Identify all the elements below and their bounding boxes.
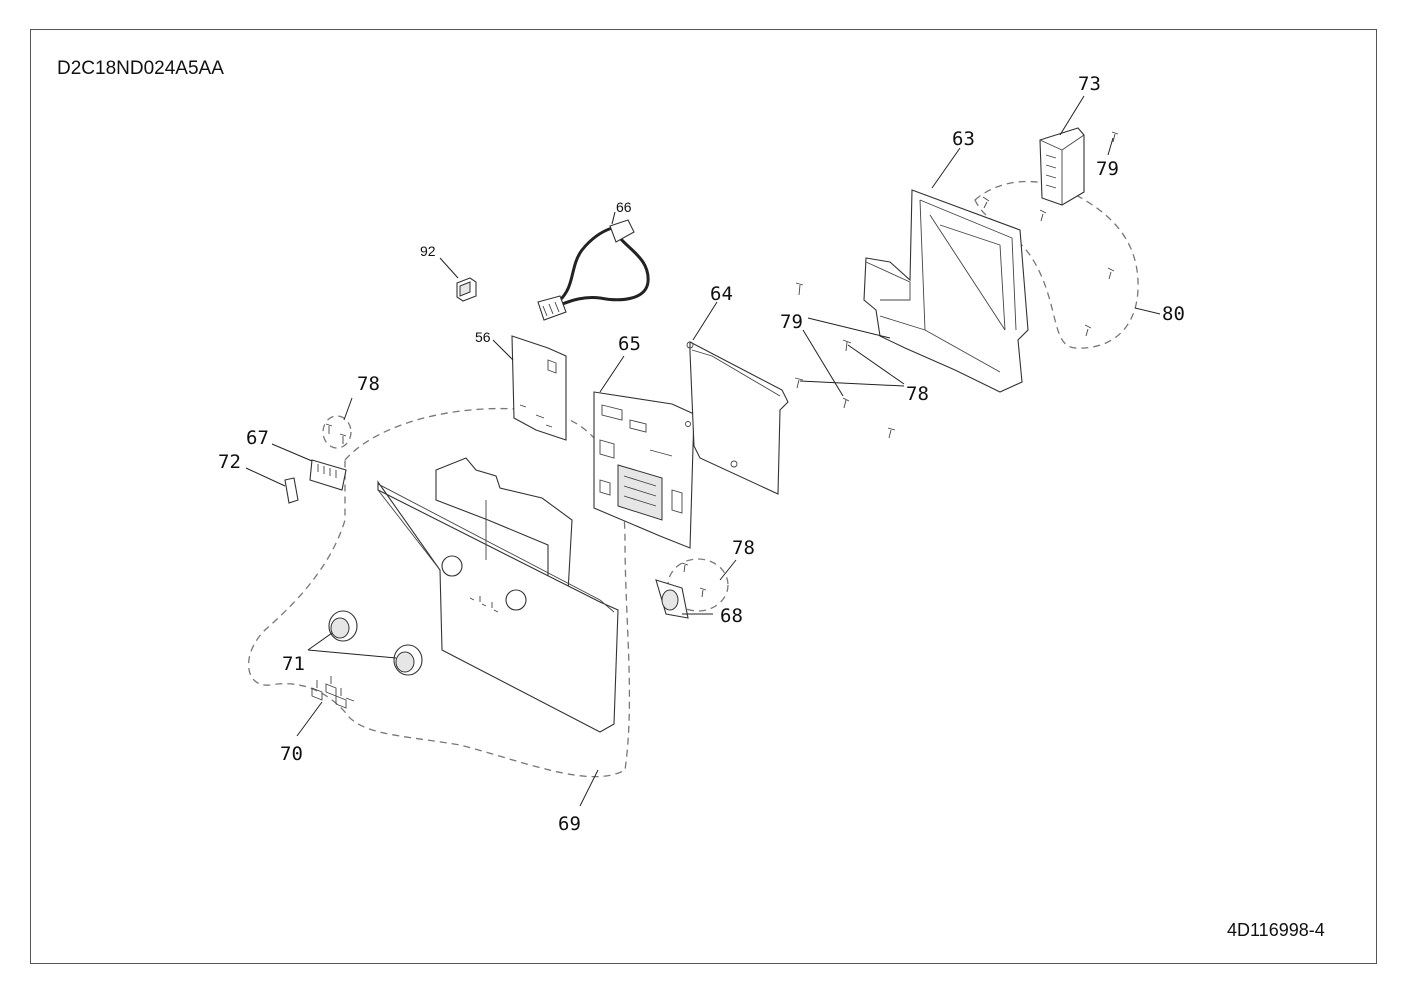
callout-69: 69: [558, 813, 581, 835]
screws-78-79: [794, 131, 1119, 439]
callout-labels: 73 63 79 66 92 64 79 80 56 65 78 78 67 7…: [218, 73, 1185, 835]
callout-79-center: 79: [780, 311, 803, 333]
callout-68: 68: [720, 605, 743, 627]
screws-80: [982, 196, 1115, 337]
screws-78-bottom: [681, 562, 707, 598]
drawing-number: 4D116998-4: [1227, 920, 1325, 940]
callout-66: 66: [616, 199, 632, 215]
callout-56: 56: [475, 329, 491, 345]
screws-78-left: [325, 423, 347, 444]
model-code: D2C18ND024A5AA: [57, 58, 224, 79]
drawing-frame: [30, 29, 1377, 964]
callout-63: 63: [952, 128, 975, 150]
part-64-plate: [685, 341, 789, 495]
part-63-tray: [863, 189, 1029, 393]
callout-79-top: 79: [1096, 158, 1119, 180]
leader-lines: [245, 95, 1161, 807]
group-outline-78-left: [322, 415, 352, 449]
callout-72: 72: [218, 451, 241, 473]
callout-71: 71: [282, 653, 305, 675]
part-71-knobs: [328, 610, 423, 676]
callout-65: 65: [618, 333, 641, 355]
part-65-main-pcb: [593, 391, 695, 549]
part-67-connector: [309, 459, 347, 491]
part-69-front-panel: [377, 457, 619, 733]
part-70-pins: [311, 676, 355, 709]
callout-73: 73: [1078, 73, 1101, 95]
callout-92: 92: [420, 243, 436, 259]
part-68-display: [655, 579, 689, 619]
part-66-harness: [537, 219, 650, 321]
part-73-clip: [1039, 127, 1085, 206]
callout-78-bottom: 78: [732, 537, 755, 559]
callout-64: 64: [710, 283, 733, 305]
group-outline-69: [248, 407, 631, 778]
part-56-pcb: [511, 335, 567, 441]
part-72-clip: [284, 477, 299, 504]
callout-67: 67: [246, 427, 269, 449]
callout-78-left: 78: [357, 373, 380, 395]
group-outline-80: [974, 180, 1139, 349]
callout-70: 70: [280, 743, 303, 765]
part-92-switch: [456, 277, 477, 302]
callout-78-center: 78: [906, 383, 929, 405]
callout-80: 80: [1162, 303, 1185, 325]
